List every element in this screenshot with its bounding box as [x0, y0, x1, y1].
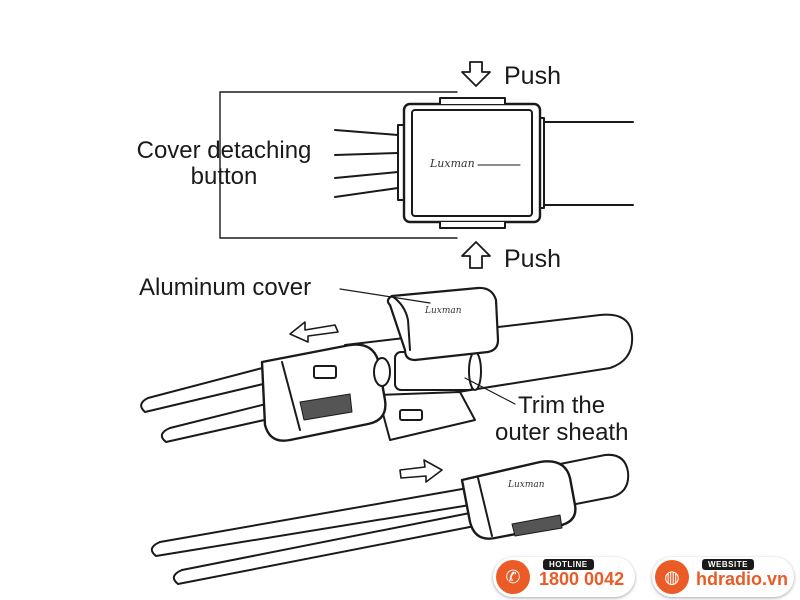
push-arrow-up-icon — [461, 241, 491, 269]
cover-button-label-line1: Cover detaching — [137, 137, 312, 164]
website-url: hdradio.vn — [696, 569, 789, 589]
brand-mark-top: Luxman — [429, 157, 475, 170]
aluminum-cover-label: Aluminum cover — [139, 274, 311, 301]
trim-leader — [464, 377, 516, 405]
website-label: WEBSITE — [702, 559, 754, 570]
hotline-number: 1800 0042 — [539, 569, 625, 589]
push-label-bottom: Push — [504, 245, 561, 273]
cover-button-label-line2: button — [191, 163, 258, 190]
trim-label-line2: outer sheath — [495, 419, 628, 446]
globe-icon: ◍ — [655, 560, 689, 594]
hotline-badge[interactable]: ✆ HOTLINE 1800 0042 — [493, 557, 635, 597]
connector-finished — [150, 453, 630, 585]
connector-middle-assembly — [140, 286, 634, 443]
hotline-label: HOTLINE — [543, 559, 594, 570]
brand-mark-middle: Luxman — [424, 306, 462, 316]
connector-top-view — [334, 97, 634, 229]
slide-left-arrow-icon — [289, 321, 339, 343]
website-badge[interactable]: ◍ WEBSITE hdradio.vn — [652, 557, 794, 597]
aluminum-cover-leader — [339, 288, 431, 304]
slide-right-arrow-icon — [399, 459, 443, 483]
bracket-line — [219, 91, 458, 239]
brand-mark-bottom: Luxman — [507, 480, 545, 490]
push-arrow-down-icon — [461, 61, 491, 87]
phone-icon: ✆ — [496, 560, 530, 594]
push-label-top: Push — [504, 62, 561, 90]
trim-label-line1: Trim the — [518, 392, 605, 419]
